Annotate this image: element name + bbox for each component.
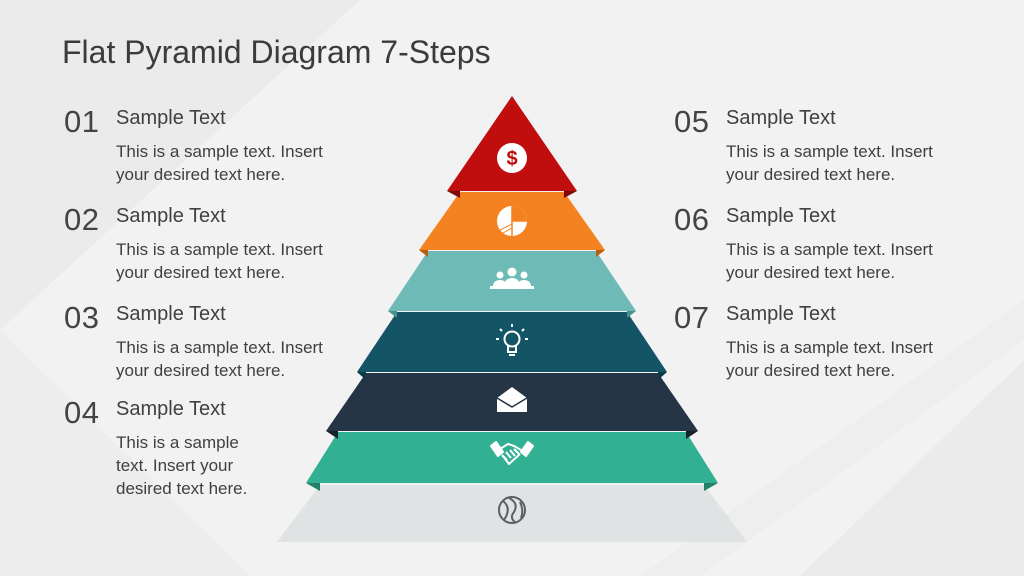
handshake-icon	[490, 441, 534, 465]
step-body: This is a sample text. Insert your desir…	[116, 140, 323, 186]
step-body-line: text. Insert your	[116, 456, 234, 475]
pyramid-level-4-fold	[658, 372, 667, 380]
pyramid-level-6	[306, 432, 718, 483]
dollar-icon: $	[497, 143, 527, 173]
step-body: This is a sample text. Insert your desir…	[116, 238, 323, 284]
step-body: This is a sample text. Insert your desir…	[726, 140, 933, 186]
pyramid-level-3-fold	[388, 311, 397, 318]
pyramid-level-5-fold	[326, 431, 338, 439]
step-body-line: your desired text here.	[726, 361, 896, 380]
step-body: This is a sample text. Insert your desir…	[726, 336, 933, 382]
step-heading: Sample Text	[726, 303, 836, 325]
step-heading: Sample Text	[116, 303, 226, 325]
step-heading: Sample Text	[116, 205, 226, 227]
step-number: 03	[64, 300, 100, 335]
pyramid-level-4	[357, 312, 667, 372]
pyramid-level-5-fold	[686, 431, 698, 439]
step-number: 01	[64, 104, 100, 139]
step-body-line: This is a sample text. Insert	[726, 240, 933, 259]
pyramid-level-3-fold	[627, 311, 636, 318]
step-body-line: your desired text here.	[726, 263, 896, 282]
step-body-line: This is a sample text. Insert	[116, 338, 323, 357]
step-heading: Sample Text	[726, 107, 836, 129]
step-01: 01 Sample Text This is a sample text. In…	[64, 104, 364, 194]
step-04: 04 Sample Text This is a sample text. In…	[64, 395, 364, 505]
step-05: 05 Sample Text This is a sample text. In…	[674, 104, 974, 194]
team-icon	[490, 267, 534, 289]
pyramid-level-1-fold	[564, 191, 577, 198]
step-number: 02	[64, 202, 100, 237]
lightbulb-icon	[496, 324, 528, 356]
step-body-line: This is a sample text. Insert	[116, 142, 323, 161]
step-heading: Sample Text	[726, 205, 836, 227]
step-07: 07 Sample Text This is a sample text. In…	[674, 300, 974, 390]
step-body: This is a sample text. Insert your desir…	[116, 336, 323, 382]
step-body: This is a sample text. Insert your desir…	[726, 238, 933, 284]
step-body-line: This is a sample text. Insert	[116, 240, 323, 259]
pie-chart-icon	[497, 206, 527, 236]
step-body-line: your desired text here.	[726, 165, 896, 184]
pyramid-level-2-fold	[419, 250, 428, 257]
step-number: 06	[674, 202, 710, 237]
pyramid-level-2-fold	[596, 250, 605, 257]
step-body-line: This is a sample	[116, 433, 239, 452]
step-03: 03 Sample Text This is a sample text. In…	[64, 300, 364, 390]
step-body-line: desired text here.	[116, 479, 248, 498]
step-06: 06 Sample Text This is a sample text. In…	[674, 202, 974, 292]
step-body-line: This is a sample text. Insert	[726, 142, 933, 161]
slide-title: Flat Pyramid Diagram 7-Steps	[62, 34, 491, 70]
step-body-line: This is a sample text. Insert	[726, 338, 933, 357]
step-02: 02 Sample Text This is a sample text. In…	[64, 202, 364, 292]
pyramid-level-6-fold	[704, 483, 718, 491]
svg-text:$: $	[506, 148, 517, 170]
step-body-line: your desired text here.	[116, 361, 286, 380]
globe-icon	[498, 496, 526, 524]
pyramid-level-4-fold	[357, 372, 366, 380]
step-heading: Sample Text	[116, 107, 226, 129]
pyramid-level-1-fold	[447, 191, 460, 198]
step-heading: Sample Text	[116, 398, 226, 420]
step-body-line: your desired text here.	[116, 263, 286, 282]
step-body: This is a sample text. Insert your desir…	[116, 431, 247, 500]
pyramid-level-6-fold	[306, 483, 320, 491]
step-number: 05	[674, 104, 710, 139]
envelope-icon	[496, 387, 528, 412]
step-number: 07	[674, 300, 710, 335]
step-body-line: your desired text here.	[116, 165, 286, 184]
step-number: 04	[64, 395, 100, 430]
